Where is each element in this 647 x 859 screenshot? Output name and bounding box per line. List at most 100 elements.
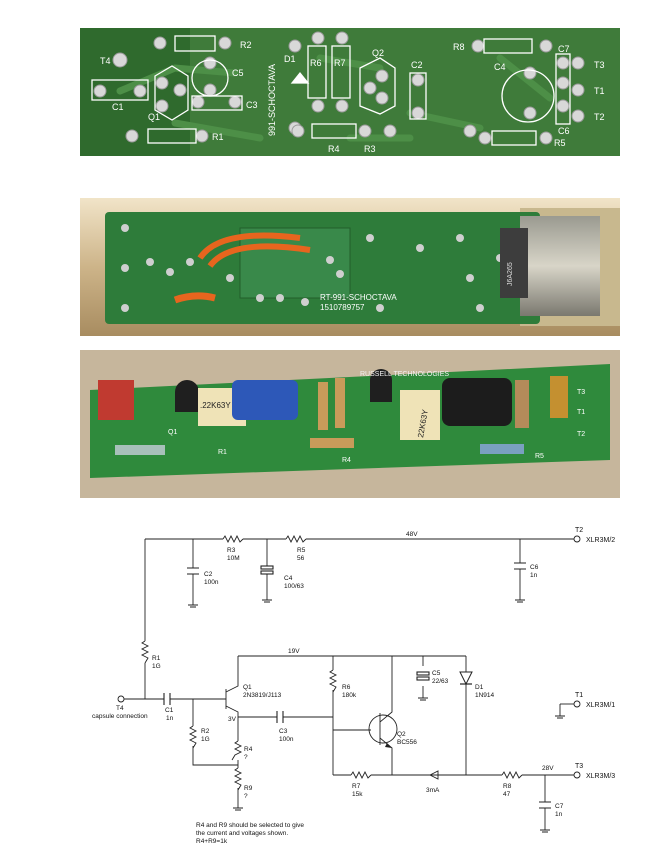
pcb-assembled-photo: RUSSELL TECHNOLOGIES .22K63Y 22K63Y Q1 R… [80, 350, 620, 498]
q1-ref: Q1 [243, 684, 252, 691]
c2-value: 100n [204, 579, 219, 586]
r6-value: 180k [342, 692, 357, 699]
r7-ref: R7 [352, 783, 361, 790]
r5-value: 56 [297, 555, 305, 562]
c5-value: 22/63 [432, 678, 449, 685]
d1-ref: D1 [475, 684, 484, 691]
pcb-label-c2: C2 [411, 60, 423, 70]
voltage-28v: 28V [542, 765, 554, 772]
pcb-label-r3: R3 [364, 144, 376, 154]
diode-d1-symbol [459, 671, 473, 686]
r4-ref: R4 [244, 746, 253, 753]
photo-label-r4: R4 [342, 457, 351, 464]
pcb-label-c7: C7 [558, 44, 570, 54]
t1-ref: T1 [575, 692, 583, 699]
t2-ref: T2 [575, 527, 583, 534]
pcb-bottom-photo: RT-991-SCHOCTAVA 1510789757 J6A265 [80, 198, 620, 336]
transistor-q2-symbol [368, 714, 398, 744]
pcb-layout-image: T4 C1 Q1 R2 C5 C3 R1 991-SCHOCTAVA D1 R6… [80, 28, 620, 156]
bottom-silkscreen-line1: RT-991-SCHOCTAVA [320, 293, 397, 302]
current-3ma: 3mA [426, 787, 440, 794]
r1-ref: R1 [152, 655, 161, 662]
terminal-circles [117, 535, 581, 779]
t2-label: XLR3M/2 [586, 537, 615, 544]
c7-value: 1n [555, 811, 563, 818]
resistor-symbols [140, 534, 523, 791]
r7-value: 15k [352, 791, 363, 798]
c1-ref: C1 [165, 707, 174, 714]
q2-ref: Q2 [397, 731, 406, 738]
c5-ref: C5 [432, 670, 441, 677]
r9-ref: R9 [244, 785, 253, 792]
cap-marking-1: .22K63Y [200, 401, 231, 410]
r1-value: 1G [152, 663, 161, 670]
t4-label: capsule connection [92, 713, 148, 720]
pcb-label-c3: C3 [246, 100, 258, 110]
voltage-3v: 3V [228, 716, 237, 723]
q1-value: 2N3819/J113 [243, 692, 282, 699]
capacitor-symbols [163, 562, 551, 809]
pcb-label-q1: Q1 [148, 112, 160, 122]
transistor-marking: J6A265 [507, 262, 514, 286]
c4-value: 100/63 [284, 583, 304, 590]
pcb-label-r2: R2 [240, 40, 252, 50]
ground-symbols [188, 599, 565, 833]
photo-label-t2: T2 [577, 431, 585, 438]
pcb-label-c1: C1 [112, 102, 124, 112]
pcb-label-r8: R8 [453, 42, 465, 52]
voltage-48v: 48V [406, 531, 418, 538]
pcb-board-name: 991-SCHOCTAVA [267, 64, 277, 136]
pcb-assembled-drawing: RUSSELL TECHNOLOGIES .22K63Y 22K63Y Q1 R… [80, 350, 620, 498]
pcb-label-t2: T2 [594, 112, 605, 122]
note-line-3: R4+R9=1k [196, 838, 228, 845]
current-arrow [428, 770, 439, 780]
r9-value: ? [244, 793, 248, 800]
bottom-silkscreen-line2: 1510789757 [320, 303, 365, 312]
photo-label-t3: T3 [577, 389, 585, 396]
pcb-label-c6: C6 [558, 126, 570, 136]
r3-value: 10M [227, 555, 240, 562]
r4-value: ? [244, 754, 248, 761]
t4-ref: T4 [116, 705, 124, 712]
pcb-label-t4: T4 [100, 56, 111, 66]
photo-label-r5: R5 [535, 453, 544, 460]
c3-ref: C3 [279, 728, 288, 735]
r8-ref: R8 [503, 783, 512, 790]
t1-label: XLR3M/1 [586, 702, 615, 709]
r5-ref: R5 [297, 547, 306, 554]
pcb-label-c4: C4 [494, 62, 506, 72]
pcb-label-r6: R6 [310, 58, 322, 68]
photo-label-t1: T1 [577, 409, 585, 416]
pcb-bottom-drawing: RT-991-SCHOCTAVA 1510789757 J6A265 [80, 198, 620, 336]
pcb-label-t1: T1 [594, 86, 605, 96]
c2-ref: C2 [204, 571, 213, 578]
pcb-label-d1: D1 [284, 54, 296, 64]
pcb-label-c5: C5 [232, 68, 244, 78]
r2-value: 1G [201, 736, 210, 743]
q2-value: BC556 [397, 739, 417, 746]
note-line-2: the current and voltages shown. [196, 830, 288, 837]
c3-value: 100n [279, 736, 294, 743]
t3-ref: T3 [575, 763, 583, 770]
schematic-drawing: R3 10M R5 56 C2 100n C4 100/63 C6 1n R1 … [92, 527, 615, 845]
board-brand: RUSSELL TECHNOLOGIES [360, 371, 449, 378]
note-line-1: R4 and R9 should be selected to give [196, 822, 304, 829]
c4-ref: C4 [284, 575, 293, 582]
c6-ref: C6 [530, 564, 539, 571]
photo-label-r1: R1 [218, 449, 227, 456]
pcb-layout-drawing: T4 C1 Q1 R2 C5 C3 R1 991-SCHOCTAVA D1 R6… [80, 28, 620, 156]
voltage-19v: 19V [288, 648, 300, 655]
pcb-label-r7: R7 [334, 58, 346, 68]
pcb-label-r5: R5 [554, 138, 566, 148]
pcb-label-r4: R4 [328, 144, 340, 154]
schematic-wires [124, 538, 574, 830]
r8-value: 47 [503, 791, 511, 798]
pcb-label-t3: T3 [594, 60, 605, 70]
c6-value: 1n [530, 572, 538, 579]
t3-label: XLR3M/3 [586, 773, 615, 780]
r2-ref: R2 [201, 728, 210, 735]
c7-ref: C7 [555, 803, 564, 810]
photo-label-q1: Q1 [168, 429, 177, 436]
r3-ref: R3 [227, 547, 236, 554]
r6-ref: R6 [342, 684, 351, 691]
